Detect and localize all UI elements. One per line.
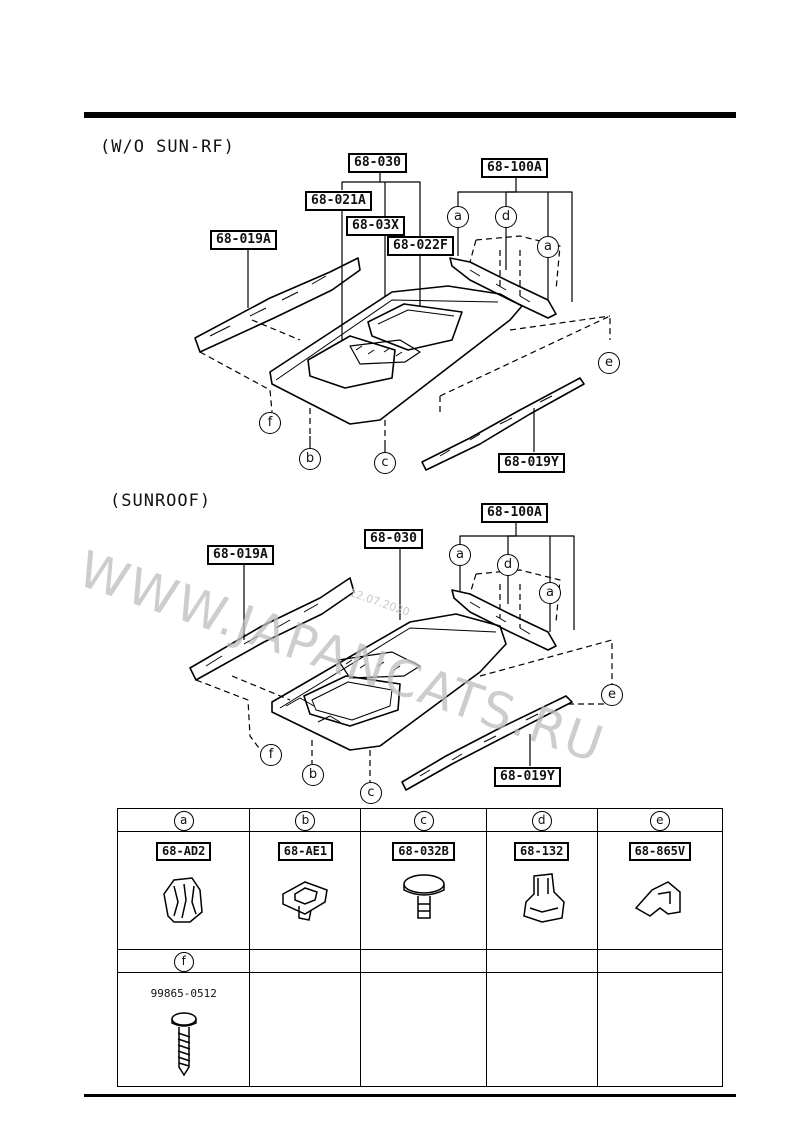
headlining-panel-sunroof — [271, 613, 507, 751]
rear-trim-top — [449, 257, 557, 319]
part-number-headlining-top: 68-030 — [348, 153, 407, 173]
table-part-number-a: 68-AD2 — [156, 842, 212, 861]
table-header-cell-empty — [360, 949, 487, 973]
sunroof-opening — [303, 675, 401, 727]
part-number-pad-center-top: 68-03X — [346, 216, 405, 236]
table-row: 68-AD2 68-AE1 68-032B — [116, 831, 724, 950]
screw-icon — [170, 1012, 197, 1077]
part-number-rear-trim-top: 68-100A — [481, 158, 548, 178]
fastener-callout-f-top: f — [259, 412, 281, 434]
fastener-callout-f-sunroof: f — [260, 744, 282, 766]
table-part-number-e: 68-865V — [628, 842, 692, 861]
rail-right-sunroof — [401, 695, 573, 791]
clip-b-icon — [282, 881, 329, 921]
table-key-f: f — [173, 952, 194, 972]
table-part-number-f: 99865-0512 — [150, 987, 217, 1000]
table-header-cell-empty — [596, 949, 724, 973]
fastener-callout-a-sunroof: a — [449, 544, 471, 566]
part-number-rail-left-sunroof: 68-019A — [207, 545, 274, 565]
top-rule — [84, 112, 736, 118]
table-part-number-b: 68-AE1 — [277, 842, 334, 861]
table-key-b: b — [295, 811, 316, 831]
rail-left-top — [194, 257, 361, 353]
table-header-cell: d — [485, 808, 598, 832]
table-cell-a: 68-AD2 — [116, 831, 251, 950]
section-title-without-sunroof: (W/O SUN-RF) — [100, 137, 235, 157]
part-number-rail-left-top: 68-019A — [210, 230, 277, 250]
table-cell-b: 68-AE1 — [249, 831, 362, 950]
fastener-callout-a2-sunroof: a — [539, 582, 561, 604]
rear-trim-sunroof — [451, 589, 557, 651]
pad-rear-top — [367, 303, 463, 351]
part-number-headlining-sunroof: 68-030 — [364, 529, 423, 549]
section-title-sunroof: (SUNROOF) — [110, 491, 212, 511]
table-key-a: a — [173, 811, 194, 831]
clip-e-icon — [634, 881, 681, 917]
table-header-row-2: f — [116, 949, 724, 973]
table-header-cell-empty — [485, 949, 598, 973]
fastener-callout-a2-top: a — [537, 236, 559, 258]
fastener-callout-c-sunroof: c — [360, 782, 382, 804]
table-header-cell-empty — [249, 949, 362, 973]
fastener-callout-d-sunroof: d — [497, 554, 519, 576]
table-key-e: e — [649, 811, 670, 831]
clip-d-icon — [522, 873, 565, 923]
table-key-c: c — [413, 811, 434, 831]
fastener-callout-e-sunroof: e — [601, 684, 623, 706]
table-cell-d: 68-132 — [485, 831, 598, 950]
pad-front-top — [307, 335, 396, 389]
fastener-callout-e-top: e — [598, 352, 620, 374]
table-header-cell: f — [116, 949, 251, 973]
table-part-number-d: 68-132 — [514, 842, 570, 861]
part-number-pad-rear-top: 68-022F — [387, 236, 454, 256]
fastener-table: a b c d e 68-AD2 68-AE1 — [116, 808, 724, 1087]
table-cell-f: 99865-0512 — [116, 972, 251, 1087]
table-key-d: d — [531, 811, 552, 831]
fastener-callout-d-top: d — [495, 206, 517, 228]
table-cell-c: 68-032B — [360, 831, 487, 950]
fastener-callout-a-top: a — [447, 206, 469, 228]
part-number-rail-right-sunroof: 68-019Y — [494, 767, 561, 787]
fastener-callout-b-top: b — [299, 448, 321, 470]
part-number-rail-right-top: 68-019Y — [498, 453, 565, 473]
table-row: 99865-0512 — [116, 972, 724, 1087]
bottom-rule — [84, 1094, 736, 1097]
table-cell-e: 68-865V — [596, 831, 724, 950]
table-header-cell: c — [360, 808, 487, 832]
clip-a-icon — [162, 877, 203, 923]
part-number-rear-trim-sunroof: 68-100A — [481, 503, 548, 523]
part-number-pad-front-top: 68-021A — [305, 191, 372, 211]
fastener-callout-c-top: c — [374, 452, 396, 474]
table-cell-empty — [249, 972, 362, 1087]
clip-c-icon — [402, 874, 445, 919]
table-cell-empty — [360, 972, 487, 1087]
fastener-callout-b-sunroof: b — [302, 764, 324, 786]
table-part-number-c: 68-032B — [392, 842, 455, 861]
table-header-row: a b c d e — [116, 808, 724, 832]
rail-right-top — [421, 377, 585, 471]
table-header-cell: e — [596, 808, 724, 832]
table-cell-empty — [485, 972, 598, 1087]
rail-left-sunroof — [189, 577, 355, 681]
table-cell-empty — [596, 972, 724, 1087]
table-header-cell: a — [116, 808, 251, 832]
table-header-cell: b — [249, 808, 362, 832]
headlining-panel-top — [269, 285, 523, 425]
